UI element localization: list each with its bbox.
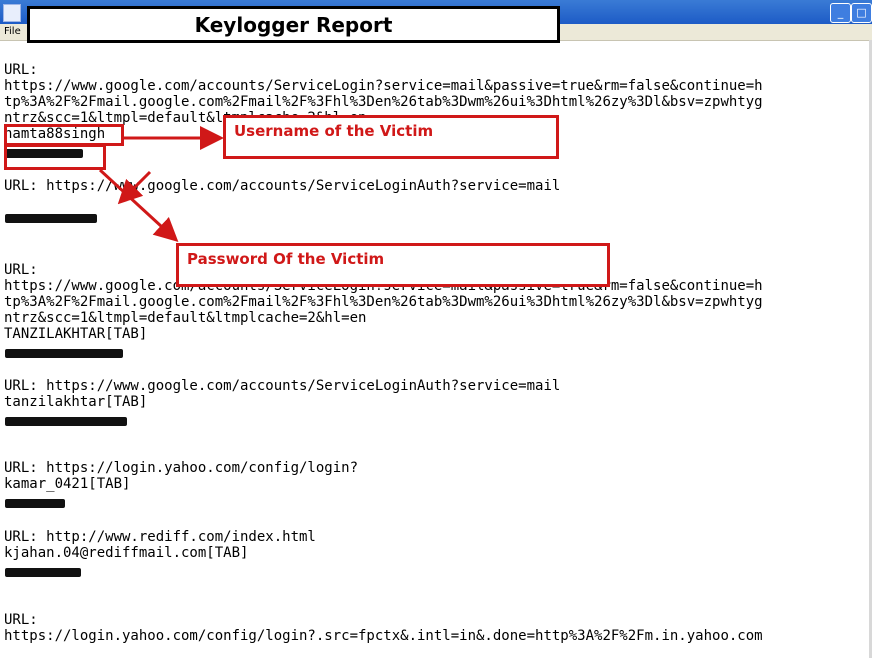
minimize-button[interactable]: _ (830, 3, 851, 23)
app-icon (3, 4, 21, 22)
password-highlight (4, 144, 106, 170)
redacted-password (5, 568, 81, 577)
log-line: https://www.google.com/accounts/ServiceL… (4, 78, 763, 94)
log-line: kamar_0421[TAB] (4, 476, 131, 492)
redacted-password (5, 149, 83, 158)
maximize-button[interactable]: □ (851, 3, 872, 23)
captured-username: namta88singh (4, 126, 106, 142)
redacted-password (5, 349, 123, 358)
redacted-password (5, 214, 97, 223)
report-title: Keylogger Report (27, 6, 560, 43)
log-line: URL: http://www.rediff.com/index.html (4, 529, 316, 545)
password-callout: Password Of the Victim (176, 243, 610, 287)
log-line: URL: https://www.google.com/accounts/Ser… (4, 178, 561, 194)
menu-file[interactable]: File (4, 26, 21, 37)
log-line: URL: https://login.yahoo.com/config/logi… (4, 460, 359, 476)
log-line: URL: https://www.google.com/accounts/Ser… (4, 378, 561, 394)
log-line: tp%3A%2F%2Fmail.google.com%2Fmail%2F%3Fh… (4, 294, 763, 310)
redacted-password (5, 499, 65, 508)
password-arrow-1 (98, 168, 179, 243)
redacted-password (5, 417, 127, 426)
log-line: URL: (4, 62, 38, 78)
password-arrow-2 (117, 170, 152, 205)
log-line: URL: (4, 262, 38, 278)
log-line: URL: (4, 612, 38, 628)
vertical-scrollbar[interactable] (869, 40, 872, 658)
log-line: tp%3A%2F%2Fmail.google.com%2Fmail%2F%3Fh… (4, 94, 763, 110)
log-line: tanzilakhtar[TAB] (4, 394, 148, 410)
log-line: ntrz&scc=1&ltmpl=default&ltmplcache=2&hl… (4, 310, 367, 326)
log-line: https://login.yahoo.com/config/login?.sr… (4, 628, 763, 644)
log-line: TANZILAKHTAR[TAB] (4, 326, 148, 342)
username-callout: Username of the Victim (223, 115, 559, 159)
log-line: kjahan.04@rediffmail.com[TAB] (4, 545, 249, 561)
